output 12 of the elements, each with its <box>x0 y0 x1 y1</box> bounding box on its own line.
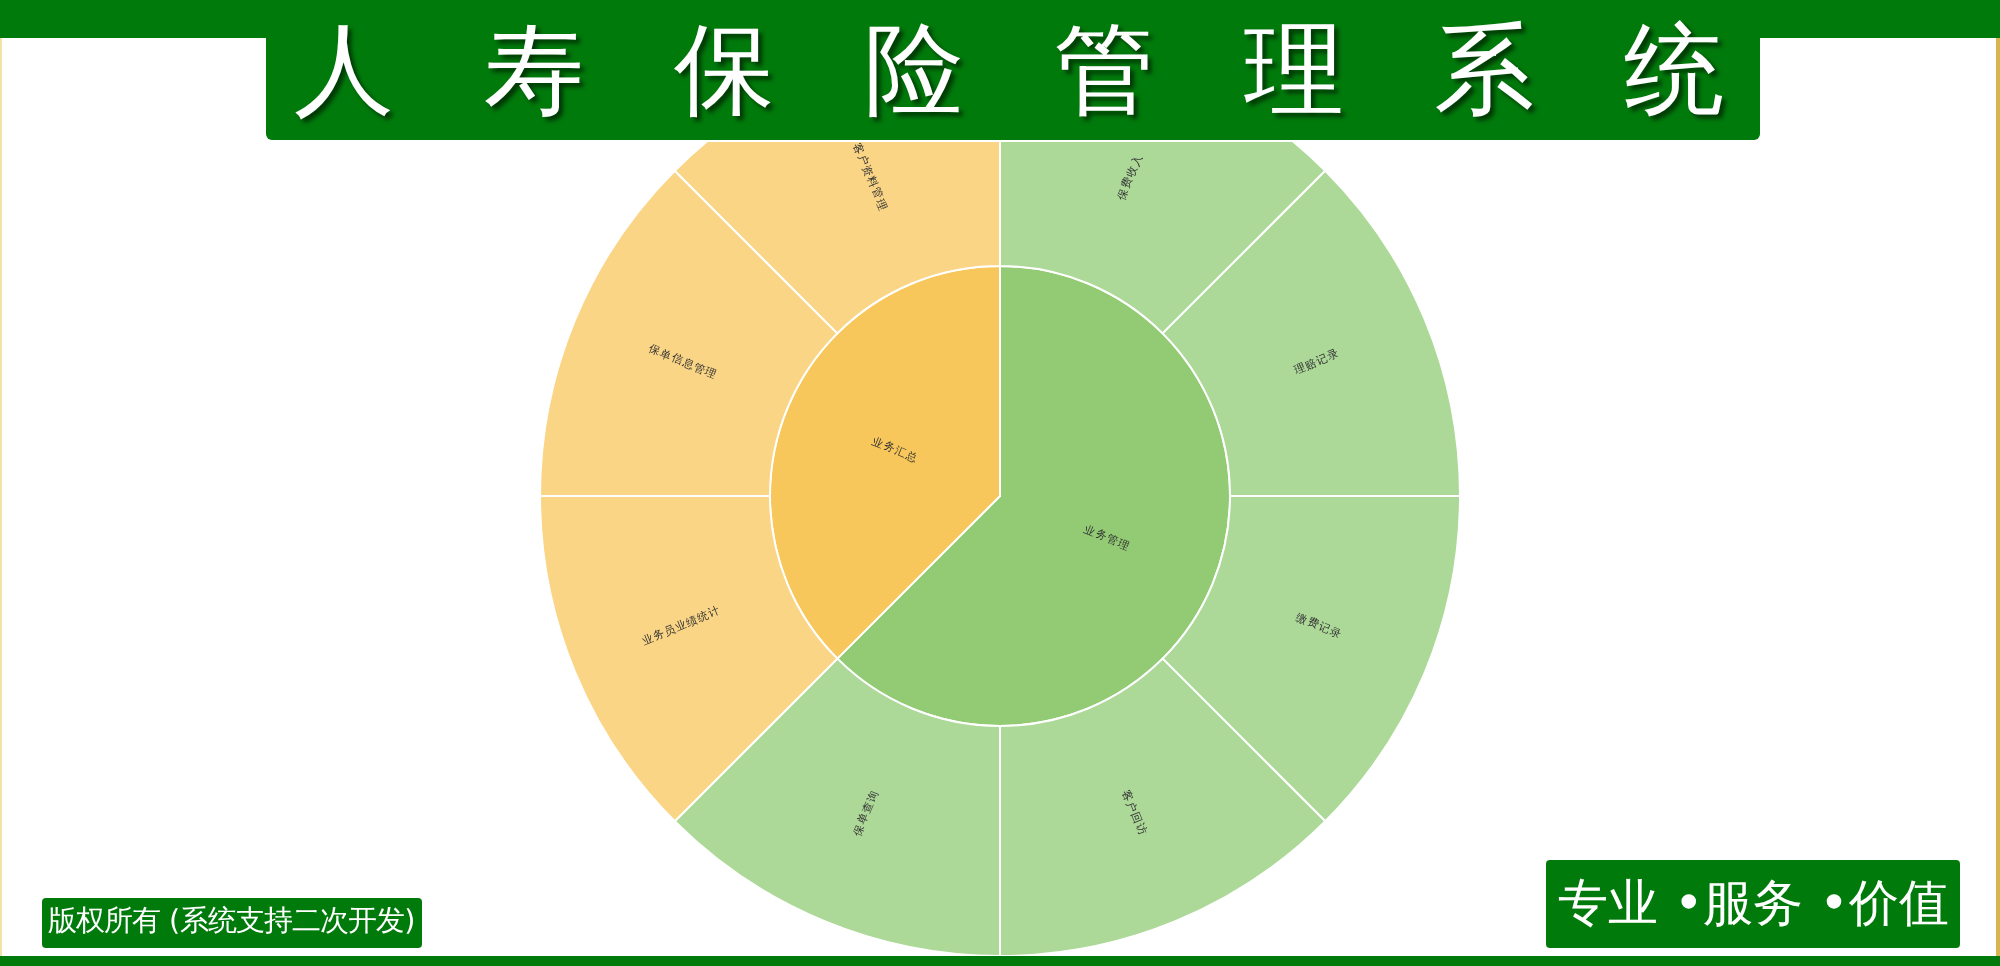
sunburst-segment <box>1160 494 1462 824</box>
copyright-note: 版权所有 (系统支持二次开发) <box>42 898 422 948</box>
sunburst-segment <box>998 656 1328 956</box>
sunburst-segment <box>672 656 1002 956</box>
sunburst-segment <box>538 494 840 824</box>
sunburst-segment <box>538 168 840 500</box>
slogan-banner: 专业 •服务 •价值 <box>1546 860 1961 948</box>
sunburst-segment <box>672 142 1002 336</box>
sunburst-segment <box>834 264 1232 728</box>
sunburst-segment <box>1160 168 1462 498</box>
sunburst-segment <box>998 142 1328 336</box>
sunburst-segment <box>768 264 1002 662</box>
